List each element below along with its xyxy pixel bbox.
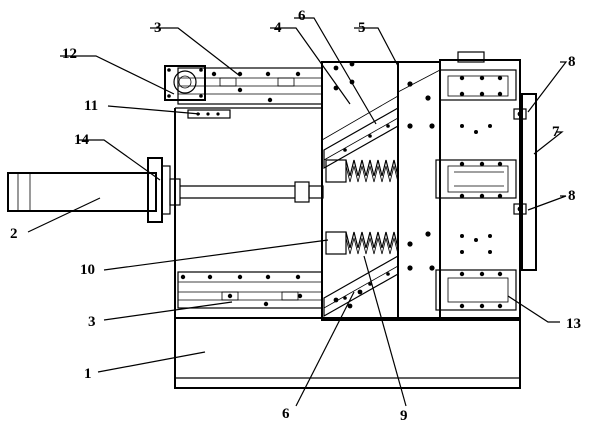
label-3-lower: 3 — [88, 314, 96, 330]
label-7: 7 — [552, 124, 560, 140]
upper-spring — [325, 159, 399, 183]
cylinder-flange — [147, 157, 171, 223]
slide-block — [321, 61, 399, 321]
middle-plate — [397, 61, 441, 321]
inclined-wedge-lower — [323, 254, 399, 318]
lower-guide-rail — [177, 271, 323, 309]
leader-lines — [27, 17, 568, 407]
label-3-upper: 3 — [154, 20, 162, 36]
piston-rod — [169, 178, 324, 206]
label-14: 14 — [74, 132, 90, 148]
right-mold-assembly — [435, 51, 521, 321]
label-11: 11 — [84, 98, 98, 114]
lower-spring — [325, 231, 399, 255]
label-8-lower: 8 — [568, 188, 576, 204]
label-4: 4 — [274, 20, 282, 36]
bolt-lower — [513, 203, 527, 215]
motor-mount — [164, 65, 206, 101]
left-frame — [174, 107, 322, 318]
label-6-upper: 6 — [298, 8, 306, 24]
part-labels: 1 2 3 3 4 5 6 6 7 8 8 9 10 11 12 13 14 — [10, 8, 581, 424]
label-2: 2 — [10, 226, 18, 242]
label-8-upper: 8 — [568, 54, 576, 70]
label-1: 1 — [84, 366, 92, 382]
hydraulic-cylinder — [7, 172, 157, 212]
label-6-lower: 6 — [282, 406, 290, 422]
base-plate — [174, 317, 521, 389]
label-9: 9 — [400, 408, 408, 424]
label-5: 5 — [358, 20, 366, 36]
label-10: 10 — [80, 262, 95, 278]
side-cover-plate — [521, 93, 537, 271]
bolt-upper — [513, 108, 527, 120]
upper-guide-rail — [177, 67, 323, 105]
label-12: 12 — [62, 46, 77, 62]
label-13: 13 — [566, 316, 581, 332]
